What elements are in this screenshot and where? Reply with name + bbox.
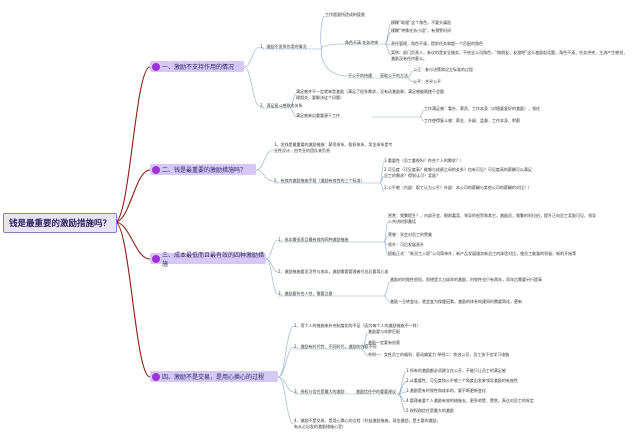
b1-n1: 1、激励不发挥作用的情况 <box>260 44 307 49</box>
branch-1-badge <box>152 62 160 71</box>
branch-1[interactable]: 一、激励不支持作用的情况 <box>150 61 244 72</box>
b3-n1c: 晋升：可后发展晋升 <box>388 242 424 247</box>
b1-n1b: 角色不清 任务冲突 <box>345 40 379 45</box>
branch-4-label: 四、激励不是交易，是用心换心的过程 <box>162 374 265 381</box>
b1-n1b2: 模糊“特殊任务小组”，有预警时间 <box>391 28 452 33</box>
main-branch-lines <box>114 66 151 378</box>
root-title: 钱是最重要的激励措施吗？ <box>8 219 111 229</box>
b4-n2: 2、激励有时代性、不同时代，激励的内容不同 <box>294 344 377 349</box>
b1-n1c1a: 公正：参与决策和设立标准的过程 <box>413 67 473 72</box>
b1-n2: 2、满足复斗感致的关系 <box>260 103 303 108</box>
b1-n1c: 不公平的待遇 <box>348 73 372 78</box>
b2-n1: 1、金钱是最重要的激励措施：薪资体系、股权体系、奖金体系是专业性设计，由专业的团… <box>274 142 393 153</box>
b4-n3x: 激励信任中的重要建议 <box>356 389 396 394</box>
b2-n2c: 3.公平感（内部：职工认为公平？外部：本公司的薪酬与其他公司的薪酬的对比？） <box>384 185 532 190</box>
b3-n3b: 激励一旦转变化，就会变为保健因素，激励的体系构建同时需要简化，更新 <box>390 299 522 304</box>
b1-n1a: 工作超量所造成的疲惫 <box>325 12 365 17</box>
b1-n1c1b: 公平：合乎公平 <box>413 79 441 84</box>
b3-n3a: 激励的时效性很短，即使是大刀阔斧的激励，时效性也只有两年，而年后需要另行提高 <box>390 277 542 282</box>
b4-n2a: 激励要与年龄匹配 <box>368 329 400 334</box>
b1-n1b1: 模糊“助理”这个角色，不要头痛医 <box>391 20 452 25</box>
branch-3[interactable]: 三、成本最低而且最有效的四种激励措施 <box>150 252 266 268</box>
branch-4[interactable]: 四、激励不是交易，是用心换心的过程 <box>150 371 278 382</box>
b1-n2b2: 工作使得复斗感：薪金、升级、监督、工作本身、附薪 <box>424 118 520 123</box>
root-node[interactable]: 钱是最重要的激励措施吗？ <box>3 213 117 233</box>
branch-2[interactable]: 二、钱是最重要的激励措施吗？ <box>150 164 256 175</box>
b4-n2c: 举例一：女性员工的福利，驱动偏爱力 举例二：快进公司，员工孩子也学习电脑 <box>368 352 510 357</box>
branch-4-badge <box>152 372 160 381</box>
b3-n2: 2、激励措施要灵活性与成本，激励需要管理者付出后要用心血 <box>278 269 389 274</box>
b3-n1b: 荣誉：学会对员工的赞美 <box>388 232 432 237</box>
b2-n2b: 2.可见度（可见度高？能够与成绩之间的关系？也有可见？可见度高的薪酬可以满足员工… <box>384 167 532 178</box>
b1-n1b4: 案例：部门负责人，参议的是安全服务，不给全公司角色，“做朋友，友谊吧”这么激励起… <box>391 50 628 61</box>
b1-n1c1: 获取公平的方法 <box>380 73 408 78</box>
b2-n2: 2、有效的激励措施手段（激励有效性的三个标准） <box>274 178 365 183</box>
b3-n1: 1、成本最低而且最有效的四种激励措施 <box>278 237 349 242</box>
b1-n2b1: 工作满足感：看外、薪资、工作本身（对随要复好的激励），领任 <box>424 106 540 111</box>
branch-2-badge <box>152 165 160 174</box>
b2-n2a: 1.重要性（员工重视吗？符合个人的需求？） <box>384 158 464 163</box>
branch-3-label: 三、成本最低而且最有效的四种激励措施 <box>162 251 265 268</box>
b4-n3c: 3.激励是有时效性和成本的，要不断更新变化 <box>406 388 486 393</box>
b1-n2a: 满足感并不一定就来是激励（满足了很多需求，没有动激励果，满足感能随使于会跟理相关… <box>296 89 444 100</box>
b1-n2b: 满足感来自重要源于工作 <box>296 113 340 118</box>
b3-n1d: 赋能正式：“新员工入职”公司简单外，新产品发展服务新员工的体验对比，使员工能量的… <box>388 251 577 256</box>
b4-n3b: 2.从重要性，可见度和公平感三个角度出发来领导激励的有效性 <box>406 378 518 383</box>
b3-n3: 3、激励要符合人性，需要注意 <box>278 291 333 296</box>
b4-n1: 1、用个人的措施来补充制度化的不足（因为每个人的激励措施不一样） <box>294 323 421 328</box>
detail-lines <box>243 15 425 425</box>
branch-1-label: 一、激励不支持作用的情况 <box>162 64 235 71</box>
b4-n3a: 1.所有的激励都必须建立在公开、不能只让员工的满足感 <box>406 368 506 373</box>
b4-n3e: 5.授权和信任是最大的激励 <box>406 408 454 413</box>
branch-3-badge <box>152 254 160 263</box>
b4-n4: 4、激励不是交易，是用心换心的过程（利益激励措施，现金激励，是主要的激励，有从心… <box>294 418 441 429</box>
b4-n2b: 激励一定要有创意 <box>368 340 400 345</box>
b4-n3d: 4.管理者要个人激励有效的措施去，更多地赞、赞赏，表达对员工的肯定 <box>406 398 534 403</box>
branch-2-label: 二、钱是最重要的激励措施吗？ <box>162 167 247 174</box>
b4-n3: 3、授权与信任是最大的激励 <box>294 389 345 394</box>
b1-n1b3: 责任管理，角色不清，提前任务和超一个匹配的角色 <box>391 41 483 46</box>
b3-n1a: 赏赏：频繁提升？、内部开会、眼前嘉奖、领导的祝贺和其它，激励员，频繁的阿拉伯，提… <box>388 213 596 224</box>
